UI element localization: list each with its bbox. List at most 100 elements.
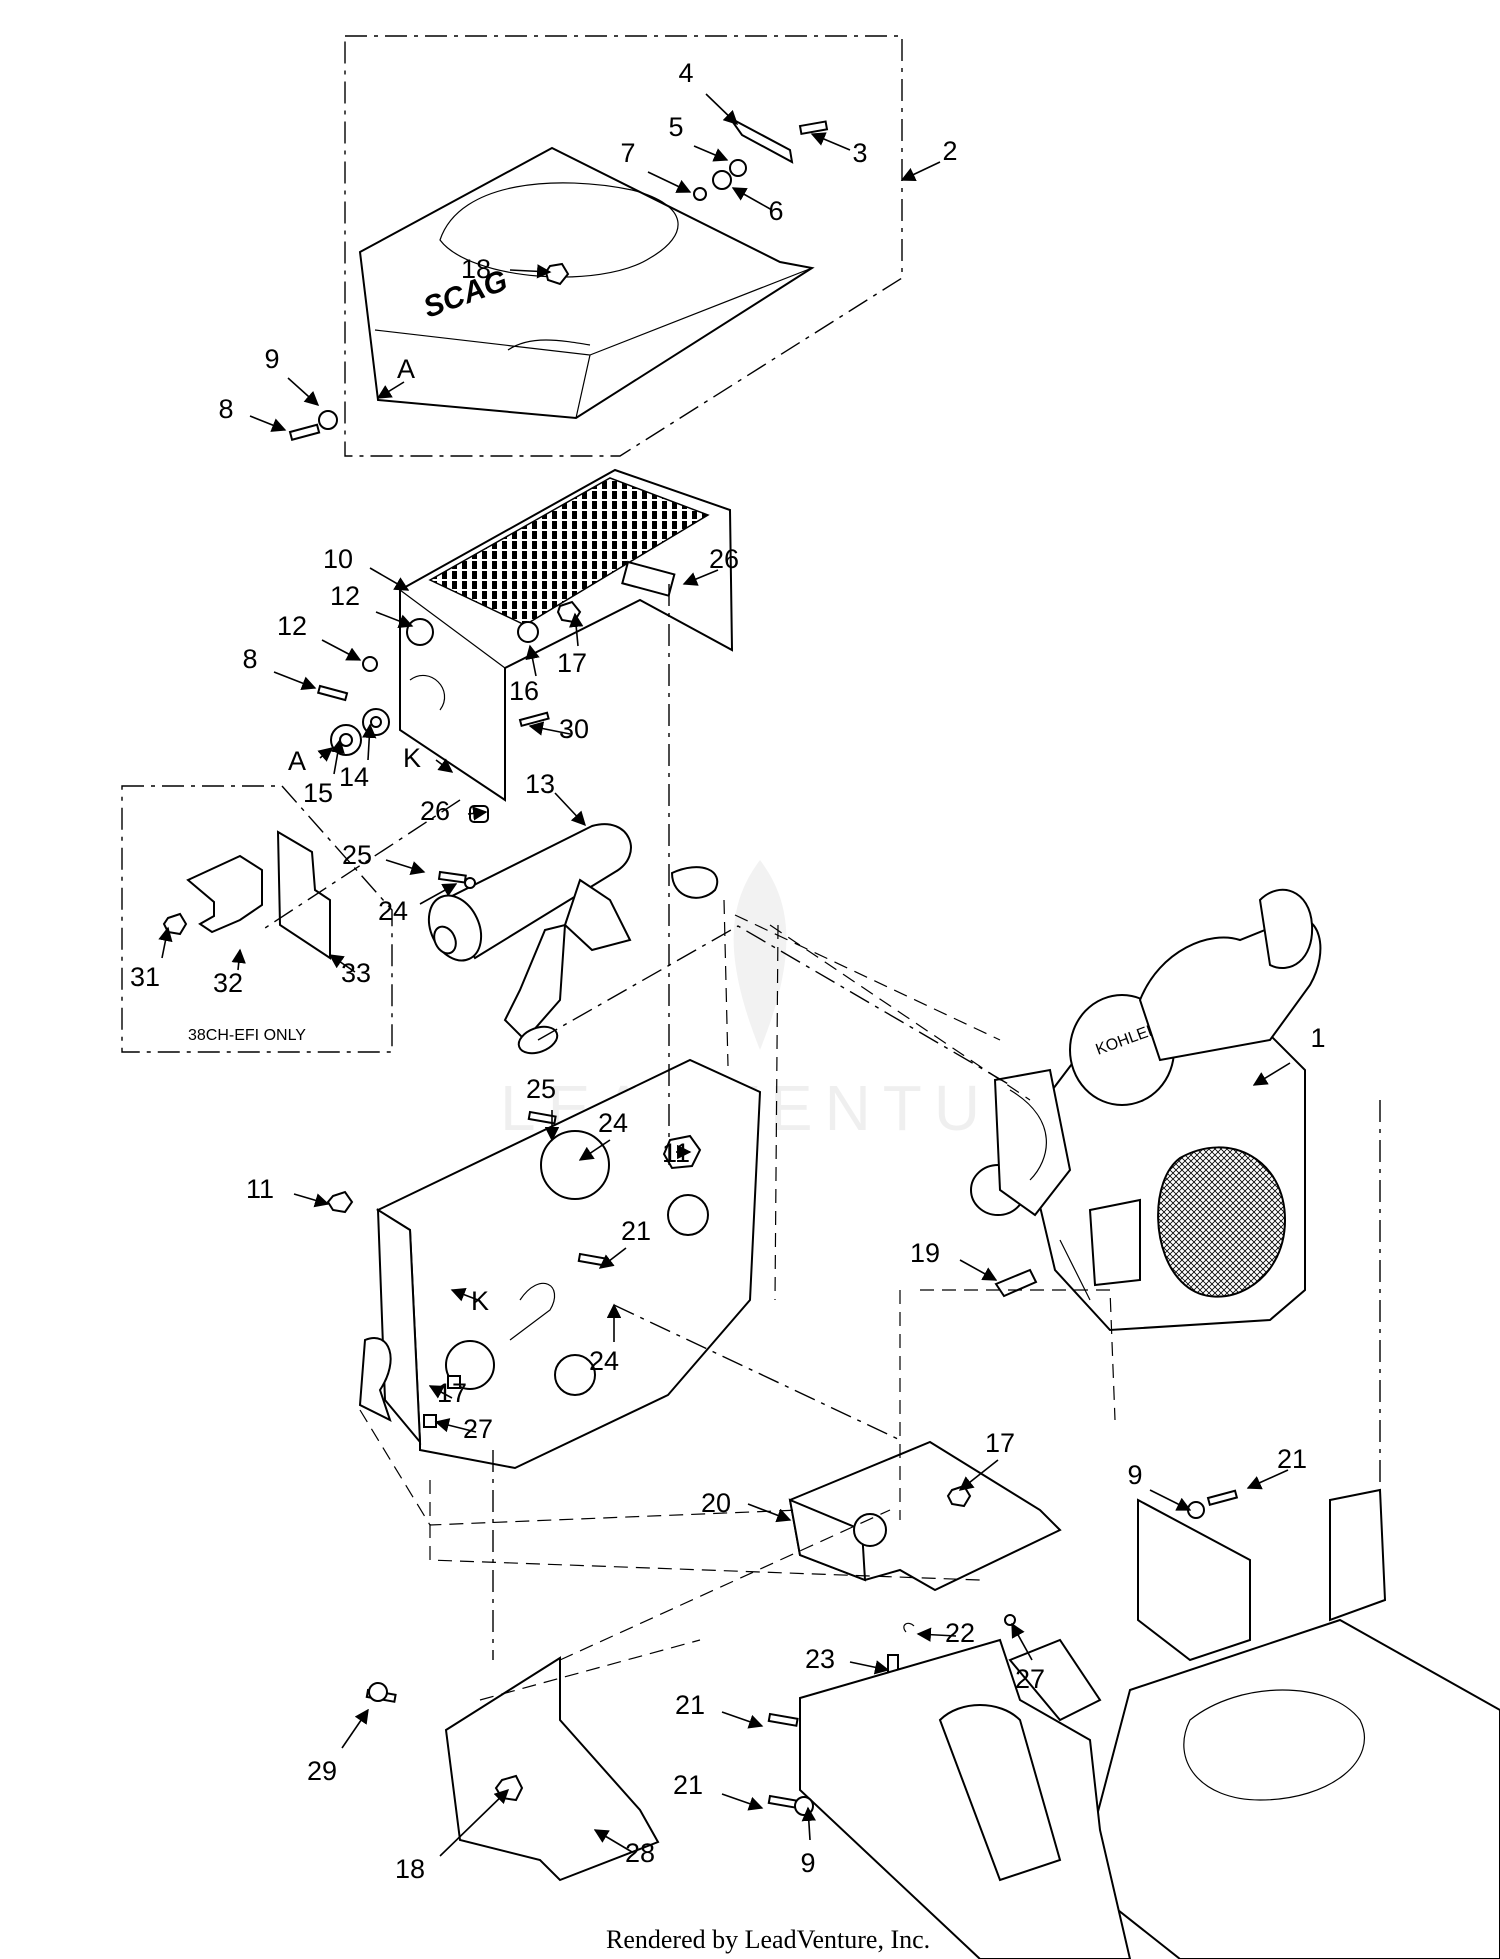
callout-label-c43: 9 (1127, 1460, 1142, 1490)
callout-label-c4: 4 (678, 58, 693, 88)
muffler (427, 823, 719, 1055)
callout-leader-c17 (362, 723, 377, 761)
callout-label-c51: 9 (800, 1848, 815, 1878)
callout-label-c52: 18 (395, 1854, 425, 1884)
engine: KOHLER (970, 888, 1322, 1332)
callout-label-c48: 21 (675, 1690, 705, 1720)
callout-leader-c23 (528, 721, 571, 736)
callout-label-c10: 10 (323, 544, 353, 574)
callout-leader-c18 (330, 738, 345, 775)
callout-label-c24: K (403, 743, 421, 773)
callout-label-c22: 26 (709, 544, 739, 574)
callout-label-c27: 24 (378, 896, 408, 926)
callout-leader-c36 (598, 1247, 627, 1269)
callout-label-c13: 12 (330, 581, 360, 611)
watermark-flame-icon (733, 860, 787, 1050)
callout-label-c12: 11 (246, 1174, 274, 1204)
callout-leader-c15 (273, 671, 317, 690)
callout-leader-c6 (731, 187, 773, 211)
assembly-lines (264, 584, 1381, 1701)
callout-leader-c22 (682, 569, 719, 586)
callout-label-c21: 17 (557, 648, 587, 678)
callout-leader-c39 (428, 1385, 453, 1399)
callout-leader-c9 (287, 377, 320, 406)
callout-label-c53: 28 (625, 1838, 655, 1868)
callout-label-c7: 7 (620, 138, 635, 168)
callout-label-c11: 11 (662, 1138, 690, 1168)
callout-leader-c32 (376, 381, 405, 399)
callout-leader-c48 (721, 1711, 764, 1729)
callout-leader-c47 (1011, 1622, 1033, 1661)
callout-label-c6: 6 (768, 196, 783, 226)
callout-leader-c5 (693, 145, 729, 162)
callout-label-c47: 27 (1015, 1664, 1045, 1694)
callout-label-c5: 5 (668, 112, 683, 142)
callout-label-c2: 2 (942, 136, 957, 166)
callout-leader-c43 (1149, 1489, 1192, 1511)
callout-label-c25: 26 (420, 796, 450, 826)
callout-label-c42: 17 (985, 1428, 1015, 1458)
callout-leader-c24 (435, 758, 454, 773)
callout-label-c44: 21 (1277, 1444, 1307, 1474)
callout-leader-c42 (958, 1459, 999, 1491)
callout-label-c9: 9 (264, 344, 279, 374)
callout-leader-c7 (647, 171, 692, 193)
efi-kit-note: 38CH-EFI ONLY (188, 1027, 306, 1044)
lower-guard (365, 1656, 660, 1882)
callout-leader-c19 (317, 747, 334, 762)
callout-leader-c4 (705, 93, 739, 126)
callout-label-c39: 17 (437, 1378, 467, 1408)
callout-leader-c28 (158, 926, 173, 959)
shroud-latch-hardware (288, 117, 829, 441)
callout-leader-c29 (231, 948, 246, 971)
callout-label-c23: 30 (559, 714, 589, 744)
callout-label-c3: 3 (852, 138, 867, 168)
callout-label-c36: 21 (621, 1216, 651, 1246)
callout-label-c29: 32 (213, 968, 243, 998)
callout-leader-c2 (900, 161, 941, 181)
callout-label-c49: 29 (307, 1756, 337, 1786)
callout-leader-c35 (578, 1139, 611, 1161)
callout-label-c46: 23 (805, 1644, 835, 1674)
callout-label-c28: 31 (130, 962, 160, 992)
callout-leader-c25 (467, 806, 488, 821)
callout-leader-c26 (385, 859, 426, 875)
callout-leader-c10 (369, 567, 410, 591)
callout-leader-c14 (321, 639, 362, 661)
callout-label-c26: 25 (342, 840, 372, 870)
callout-label-c19: A (288, 746, 306, 776)
callout-leader-c53 (593, 1829, 633, 1853)
callout-label-c17: 14 (339, 762, 369, 792)
callout-leader-c46 (849, 1660, 890, 1675)
callout-label-c18: 15 (303, 778, 333, 808)
callout-leader-c45 (916, 1627, 957, 1642)
callout-leader-c21 (569, 612, 584, 647)
callout-label-c34: 25 (526, 1074, 556, 1104)
callout-leader-c16 (554, 792, 586, 827)
shroud-kit-boundary (344, 35, 903, 457)
callout-label-c14: 12 (277, 611, 307, 641)
callout-leader-c12 (293, 1193, 330, 1208)
callout-leader-c51 (801, 1806, 816, 1841)
callout-label-c45: 22 (945, 1618, 975, 1648)
callout-label-c30: 33 (341, 958, 371, 988)
callout-label-c31: 18 (461, 254, 491, 284)
callout-label-c8: 8 (218, 394, 233, 424)
callout-leader-c40 (434, 1418, 477, 1433)
callout-leader-c1 (1252, 1062, 1291, 1086)
callout-leader-c33 (959, 1259, 998, 1281)
mower-frame (767, 1488, 1500, 1959)
callout-label-c33: 19 (910, 1238, 940, 1268)
callout-leader-c37 (450, 1287, 479, 1302)
callout-leader-c44 (1246, 1469, 1289, 1490)
callout-label-c32: A (397, 354, 415, 384)
callout-leader-c50 (721, 1793, 764, 1811)
callout-leader-c41 (747, 1503, 792, 1523)
callout-leader-c49 (341, 1708, 369, 1749)
callout-label-c15: 8 (242, 644, 257, 674)
efi-brackets (162, 830, 331, 960)
engine-mount-plate (326, 1058, 762, 1470)
callout-label-c50: 21 (673, 1770, 703, 1800)
callout-label-c35: 24 (598, 1108, 628, 1138)
